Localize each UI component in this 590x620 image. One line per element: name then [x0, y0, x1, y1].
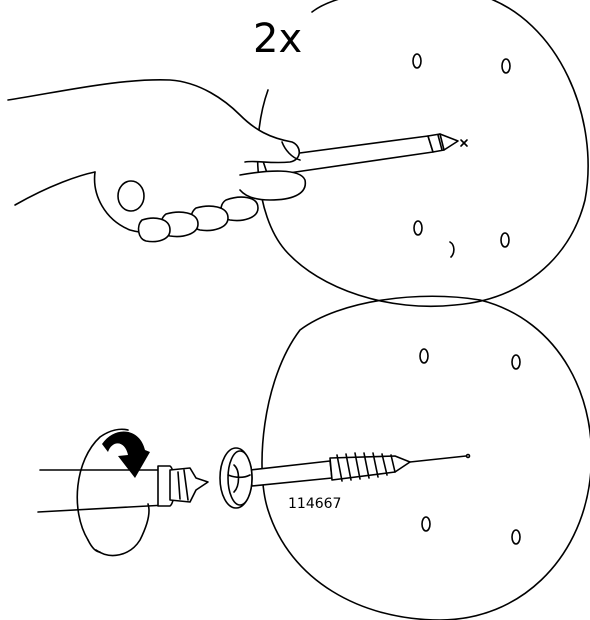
clockwise-rotation-arrow-icon: [77, 429, 150, 555]
thumb-knuckle: [118, 181, 144, 211]
finger-index: [240, 171, 305, 200]
wall-hole: [501, 233, 509, 247]
finger-little-2: [139, 218, 170, 241]
hand-top-outline: [8, 80, 299, 163]
wall-hole: [422, 517, 430, 531]
wall-hole: [414, 221, 422, 235]
target-point: [467, 455, 470, 458]
wall-hole: [420, 349, 428, 363]
quantity-label: 2x: [253, 16, 302, 62]
screwdriver-icon: [38, 466, 208, 512]
insertion-guide-line: [410, 456, 466, 462]
hand-bottom-outline: [15, 172, 95, 205]
wall-hole: [512, 530, 520, 544]
bottom-wall-detail: [262, 296, 590, 620]
hand-with-pencil: [8, 80, 458, 242]
wall-hole: [512, 355, 520, 369]
bottom-detail-circle: [262, 296, 590, 620]
wall-hole: [413, 54, 421, 68]
wall-hole: [502, 59, 510, 73]
x-mark-icon: [461, 140, 467, 146]
wall-hole-partial: [450, 242, 454, 257]
part-number-label: 114667: [288, 496, 341, 512]
